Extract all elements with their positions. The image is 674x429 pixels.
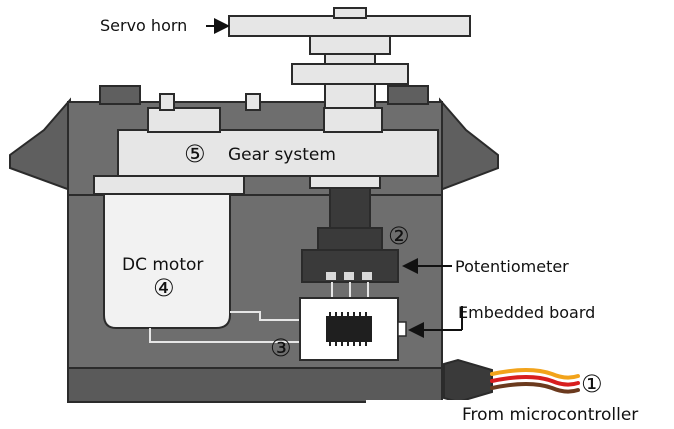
- marker-four: ④: [153, 274, 175, 302]
- dc-motor: [103, 193, 231, 329]
- gear-system: [117, 129, 439, 177]
- left-mounting-flange: [9, 97, 71, 192]
- potentiometer: [317, 227, 383, 253]
- microchip: [326, 316, 372, 342]
- marker-five: ⑤: [184, 140, 206, 168]
- cable-connector: [443, 358, 493, 404]
- servo-wires: [490, 368, 580, 394]
- dc-motor-label: DC motor: [122, 255, 203, 275]
- right-mounting-flange: [439, 97, 499, 192]
- potentiometer-label: Potentiometer: [455, 257, 569, 276]
- embedded-board-label: Embedded board: [458, 303, 595, 322]
- potentiometer-shaft: [329, 187, 371, 231]
- marker-two: ②: [388, 222, 410, 250]
- marker-one: ①: [581, 370, 603, 398]
- gear-system-label: Gear system: [228, 145, 336, 165]
- marker-three: ③: [270, 334, 292, 362]
- servo-horn-label: Servo horn: [100, 16, 187, 35]
- housing-bottom-band: [67, 367, 443, 403]
- from-microcontroller-label: From microcontroller: [462, 405, 638, 425]
